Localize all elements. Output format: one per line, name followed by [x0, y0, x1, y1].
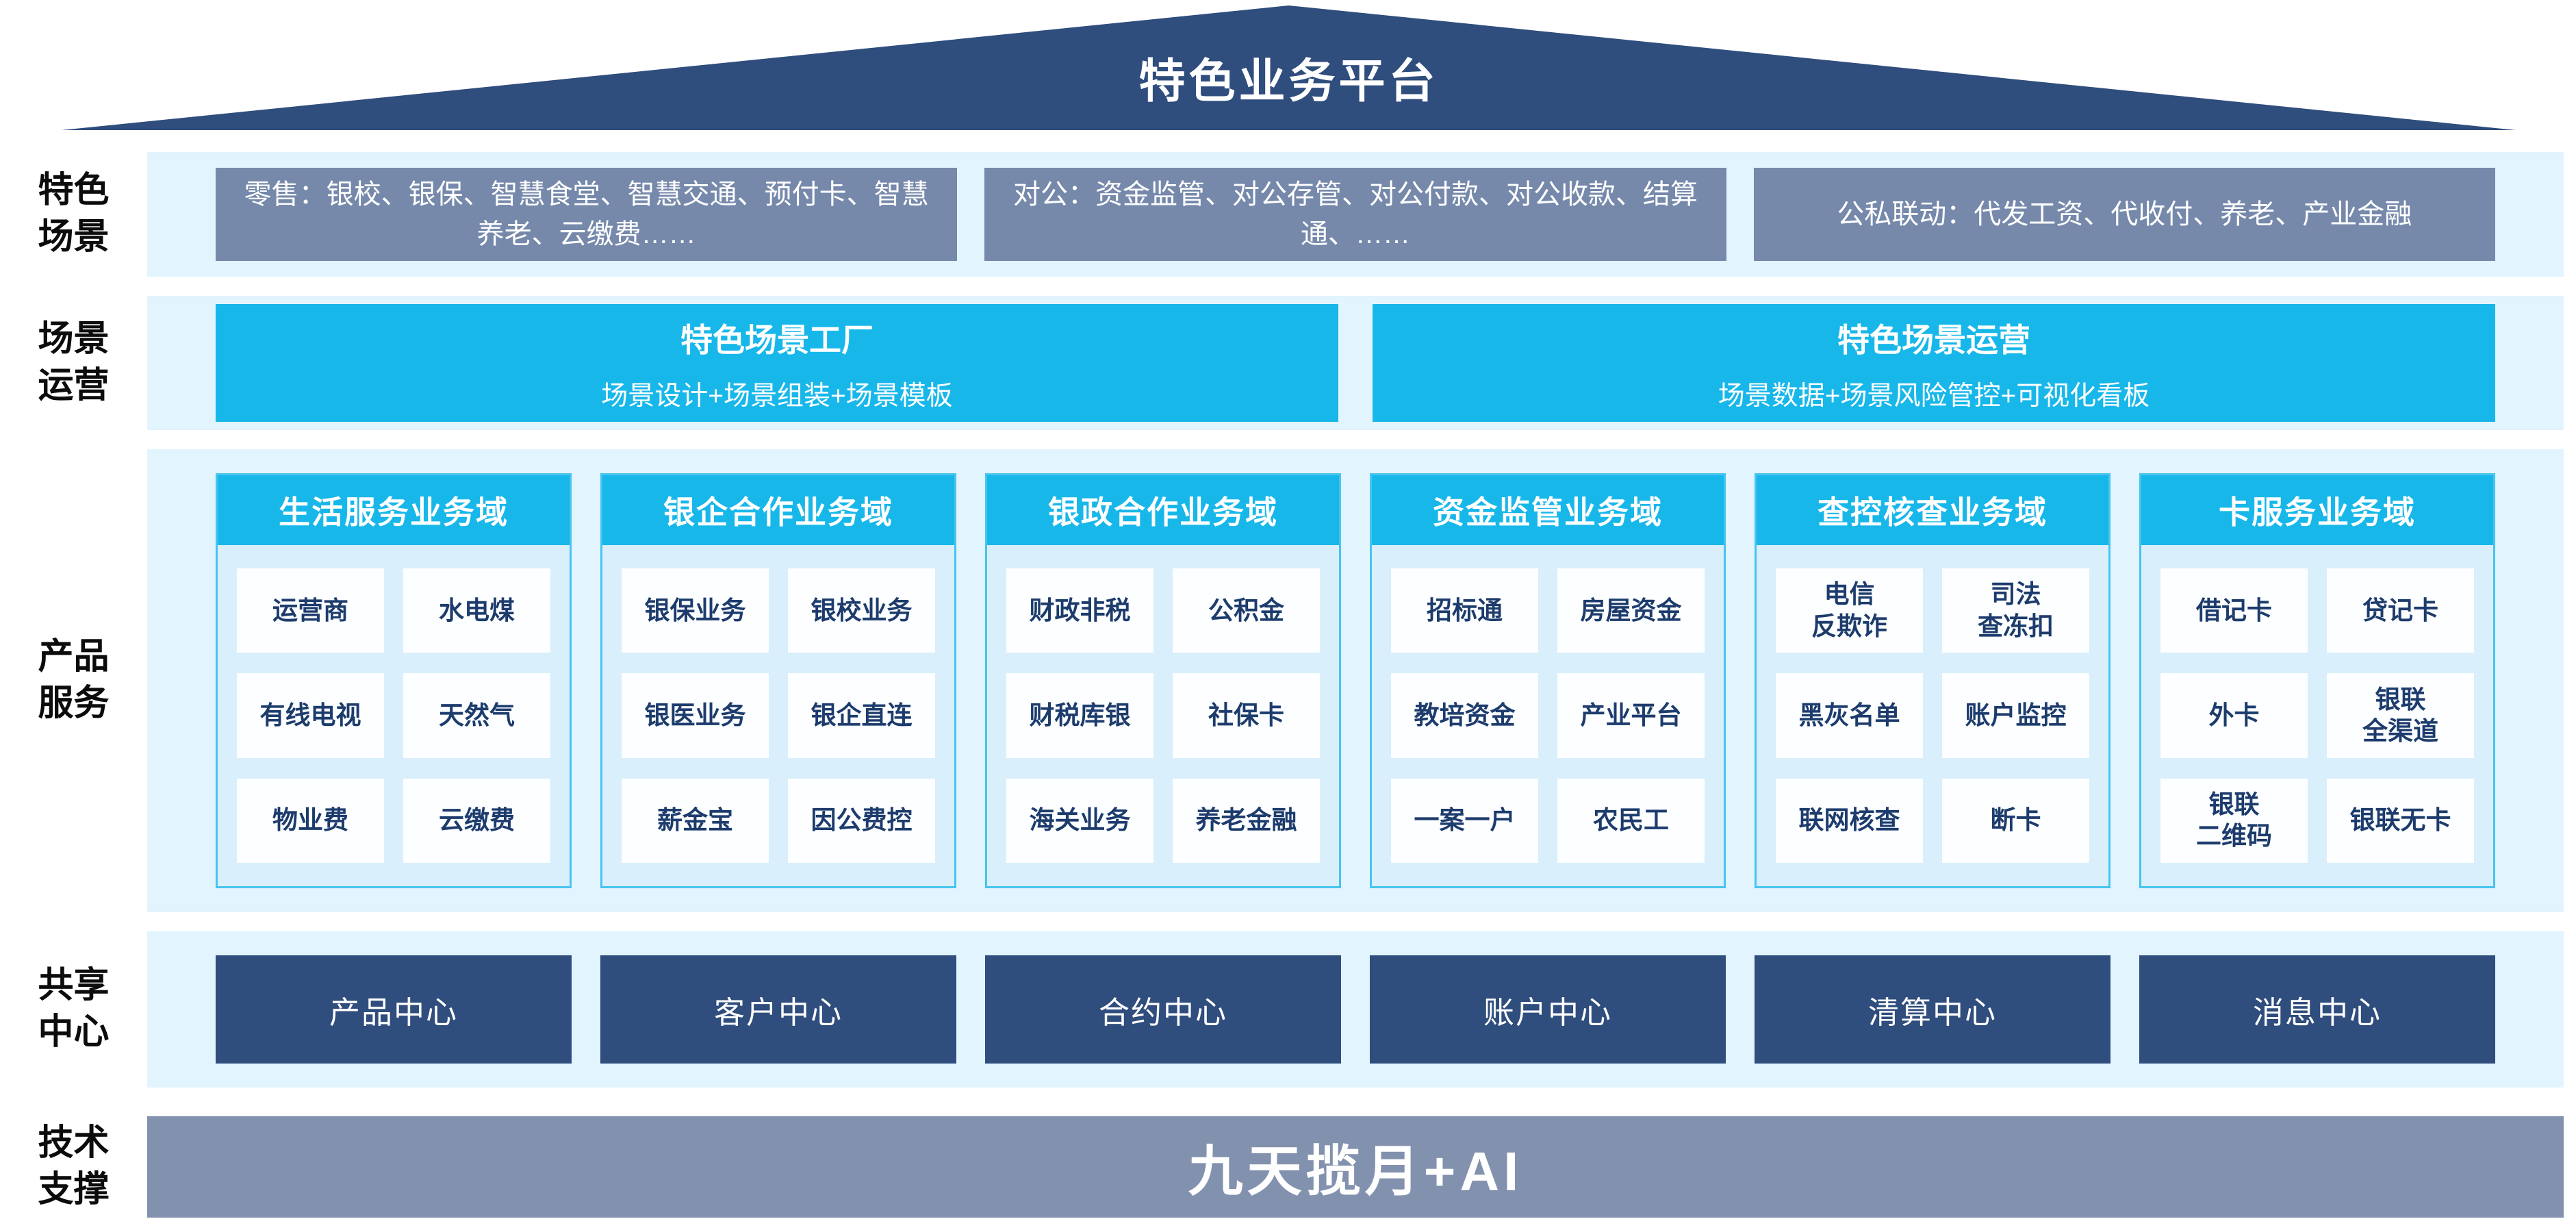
product-column-body: 银保业务 银校业务 银医业务 银企直连 薪金宝 因公费控: [602, 545, 954, 886]
product-column-body: 招标通 房屋资金 教培资金 产业平台 一案一户 农民工: [1372, 545, 1724, 886]
product-column-header: 资金监管业务域: [1372, 475, 1724, 545]
product-column-header: 生活服务业务域: [218, 475, 570, 545]
scene-operation-subtitle: 场景数据+场景风险管控+可视化看板: [1718, 381, 2150, 411]
center-box-customer: 客户中心: [600, 955, 956, 1064]
product-cell: 财税库银: [1006, 673, 1153, 758]
platform-title: 特色业务平台: [1138, 55, 1439, 108]
product-cell: 农民工: [1557, 778, 1705, 863]
product-cell: 因公费控: [788, 778, 935, 863]
row-label-shared-centers: 共享 中心: [38, 966, 110, 1052]
product-cell: 银企直连: [788, 673, 935, 758]
product-cell: 招标通: [1391, 568, 1538, 653]
scene-box-public-private: 公私联动：代发工资、代收付、养老、产业金融: [1753, 168, 2495, 261]
featured-scenes-strip: 零售：银校、银保、智慧食堂、智慧交通、预付卡、智慧养老、云缴费…… 对公：资金监…: [147, 152, 2564, 277]
row-label-scene-operation: 场景 运营: [38, 319, 110, 405]
product-cell: 司法 查冻扣: [1942, 568, 2089, 653]
scene-factory-title: 特色场景工厂: [680, 321, 873, 358]
product-column-inquiry-control: 查控核查业务域 电信 反欺诈 司法 查冻扣 黑灰名单 账户监控 联网核查 断卡: [1755, 473, 2110, 888]
product-column-header: 卡服务业务域: [2141, 475, 2493, 545]
product-cell: 有线电视: [237, 673, 384, 758]
row-shared-centers: 共享 中心 产品中心 客户中心 合约中心 账户中心 清算中心 消息中心: [0, 931, 2576, 1088]
product-column-header: 查控核查业务域: [1757, 475, 2108, 545]
scene-factory-box: 特色场景工厂 场景设计+场景组装+场景模板: [216, 304, 1338, 422]
product-cell: 海关业务: [1006, 778, 1153, 863]
product-cell: 银联无卡: [2327, 778, 2474, 863]
row-scene-operation: 场景 运营 特色场景工厂 场景设计+场景组装+场景模板 特色场景运营 场景数据+…: [0, 296, 2576, 430]
product-cell: 外卡: [2160, 673, 2308, 758]
product-cell: 产业平台: [1557, 673, 1705, 758]
product-services-strip: 生活服务业务域 运营商 水电煤 有线电视 天然气 物业费 云缴费 银企合作业务域…: [147, 449, 2564, 912]
scene-factory-subtitle: 场景设计+场景组装+场景模板: [601, 381, 953, 411]
product-cell: 财政非税: [1006, 568, 1153, 653]
row-product-services: 产品 服务 生活服务业务域 运营商 水电煤 有线电视 天然气 物业费 云缴费 银…: [0, 449, 2576, 912]
product-cell: 云缴费: [403, 778, 550, 863]
center-box-message: 消息中心: [2139, 955, 2495, 1064]
shared-centers-strip: 产品中心 客户中心 合约中心 账户中心 清算中心 消息中心: [147, 931, 2564, 1088]
product-column-body: 财政非税 公积金 财税库银 社保卡 海关业务 养老金融: [987, 545, 1339, 886]
product-cell: 账户监控: [1942, 673, 2089, 758]
scene-box-corporate: 对公：资金监管、对公存管、对公付款、对公收款、结算通、……: [984, 168, 1726, 261]
row-featured-scenes: 特色 场景 零售：银校、银保、智慧食堂、智慧交通、预付卡、智慧养老、云缴费…… …: [0, 152, 2576, 277]
product-cell: 天然气: [403, 673, 550, 758]
product-cell: 断卡: [1942, 778, 2089, 863]
product-cell: 一案一户: [1391, 778, 1538, 863]
product-column-body: 借记卡 贷记卡 外卡 银联 全渠道 银联 二维码 银联无卡: [2141, 545, 2493, 886]
product-cell: 运营商: [237, 568, 384, 653]
tech-support-box: 九天揽月+AI: [147, 1116, 2564, 1218]
product-cell: 银联 全渠道: [2327, 673, 2474, 758]
product-cell: 贷记卡: [2327, 568, 2474, 653]
product-cell: 水电煤: [403, 568, 550, 653]
product-cell: 银校业务: [788, 568, 935, 653]
product-column-bank-enterprise: 银企合作业务域 银保业务 银校业务 银医业务 银企直连 薪金宝 因公费控: [600, 473, 956, 888]
product-cell: 借记卡: [2160, 568, 2308, 653]
product-column-card-services: 卡服务业务域 借记卡 贷记卡 外卡 银联 全渠道 银联 二维码 银联无卡: [2139, 473, 2495, 888]
row-label-tech-support: 技术 支撑: [38, 1123, 110, 1209]
product-cell: 养老金融: [1173, 778, 1320, 863]
scene-operation-strip: 特色场景工厂 场景设计+场景组装+场景模板 特色场景运营 场景数据+场景风险管控…: [147, 296, 2564, 430]
product-cell: 物业费: [237, 778, 384, 863]
product-column-body: 电信 反欺诈 司法 查冻扣 黑灰名单 账户监控 联网核查 断卡: [1757, 545, 2108, 886]
row-label-product-services: 产品 服务: [38, 637, 110, 723]
product-cell: 银联 二维码: [2160, 778, 2308, 863]
product-cell: 黑灰名单: [1776, 673, 1923, 758]
center-box-product: 产品中心: [216, 955, 572, 1064]
product-cell: 教培资金: [1391, 673, 1538, 758]
center-box-clearing: 清算中心: [1755, 955, 2110, 1064]
center-box-account: 账户中心: [1370, 955, 1726, 1064]
center-box-contract: 合约中心: [985, 955, 1341, 1064]
row-tech-support: 技术 支撑 九天揽月+AI: [0, 1116, 2576, 1218]
product-column-body: 运营商 水电煤 有线电视 天然气 物业费 云缴费: [218, 545, 570, 886]
product-cell: 电信 反欺诈: [1776, 568, 1923, 653]
product-column-header: 银政合作业务域: [987, 475, 1339, 545]
product-cell: 房屋资金: [1557, 568, 1705, 653]
product-cell: 薪金宝: [622, 778, 769, 863]
scene-box-retail: 零售：银校、银保、智慧食堂、智慧交通、预付卡、智慧养老、云缴费……: [216, 168, 958, 261]
roof-banner: 特色业务平台: [62, 5, 2516, 130]
product-cell: 社保卡: [1173, 673, 1320, 758]
product-column-life-services: 生活服务业务域 运营商 水电煤 有线电视 天然气 物业费 云缴费: [216, 473, 572, 888]
scene-operation-title: 特色场景运营: [1837, 321, 2030, 358]
product-column-bank-government: 银政合作业务域 财政非税 公积金 财税库银 社保卡 海关业务 养老金融: [985, 473, 1341, 888]
product-cell: 联网核查: [1776, 778, 1923, 863]
row-label-featured-scenes: 特色 场景: [38, 171, 110, 257]
scene-operation-box: 特色场景运营 场景数据+场景风险管控+可视化看板: [1373, 304, 2495, 422]
product-column-fund-supervision: 资金监管业务域 招标通 房屋资金 教培资金 产业平台 一案一户 农民工: [1370, 473, 1726, 888]
product-cell: 银医业务: [622, 673, 769, 758]
product-column-header: 银企合作业务域: [602, 475, 954, 545]
product-cell: 公积金: [1173, 568, 1320, 653]
product-cell: 银保业务: [622, 568, 769, 653]
